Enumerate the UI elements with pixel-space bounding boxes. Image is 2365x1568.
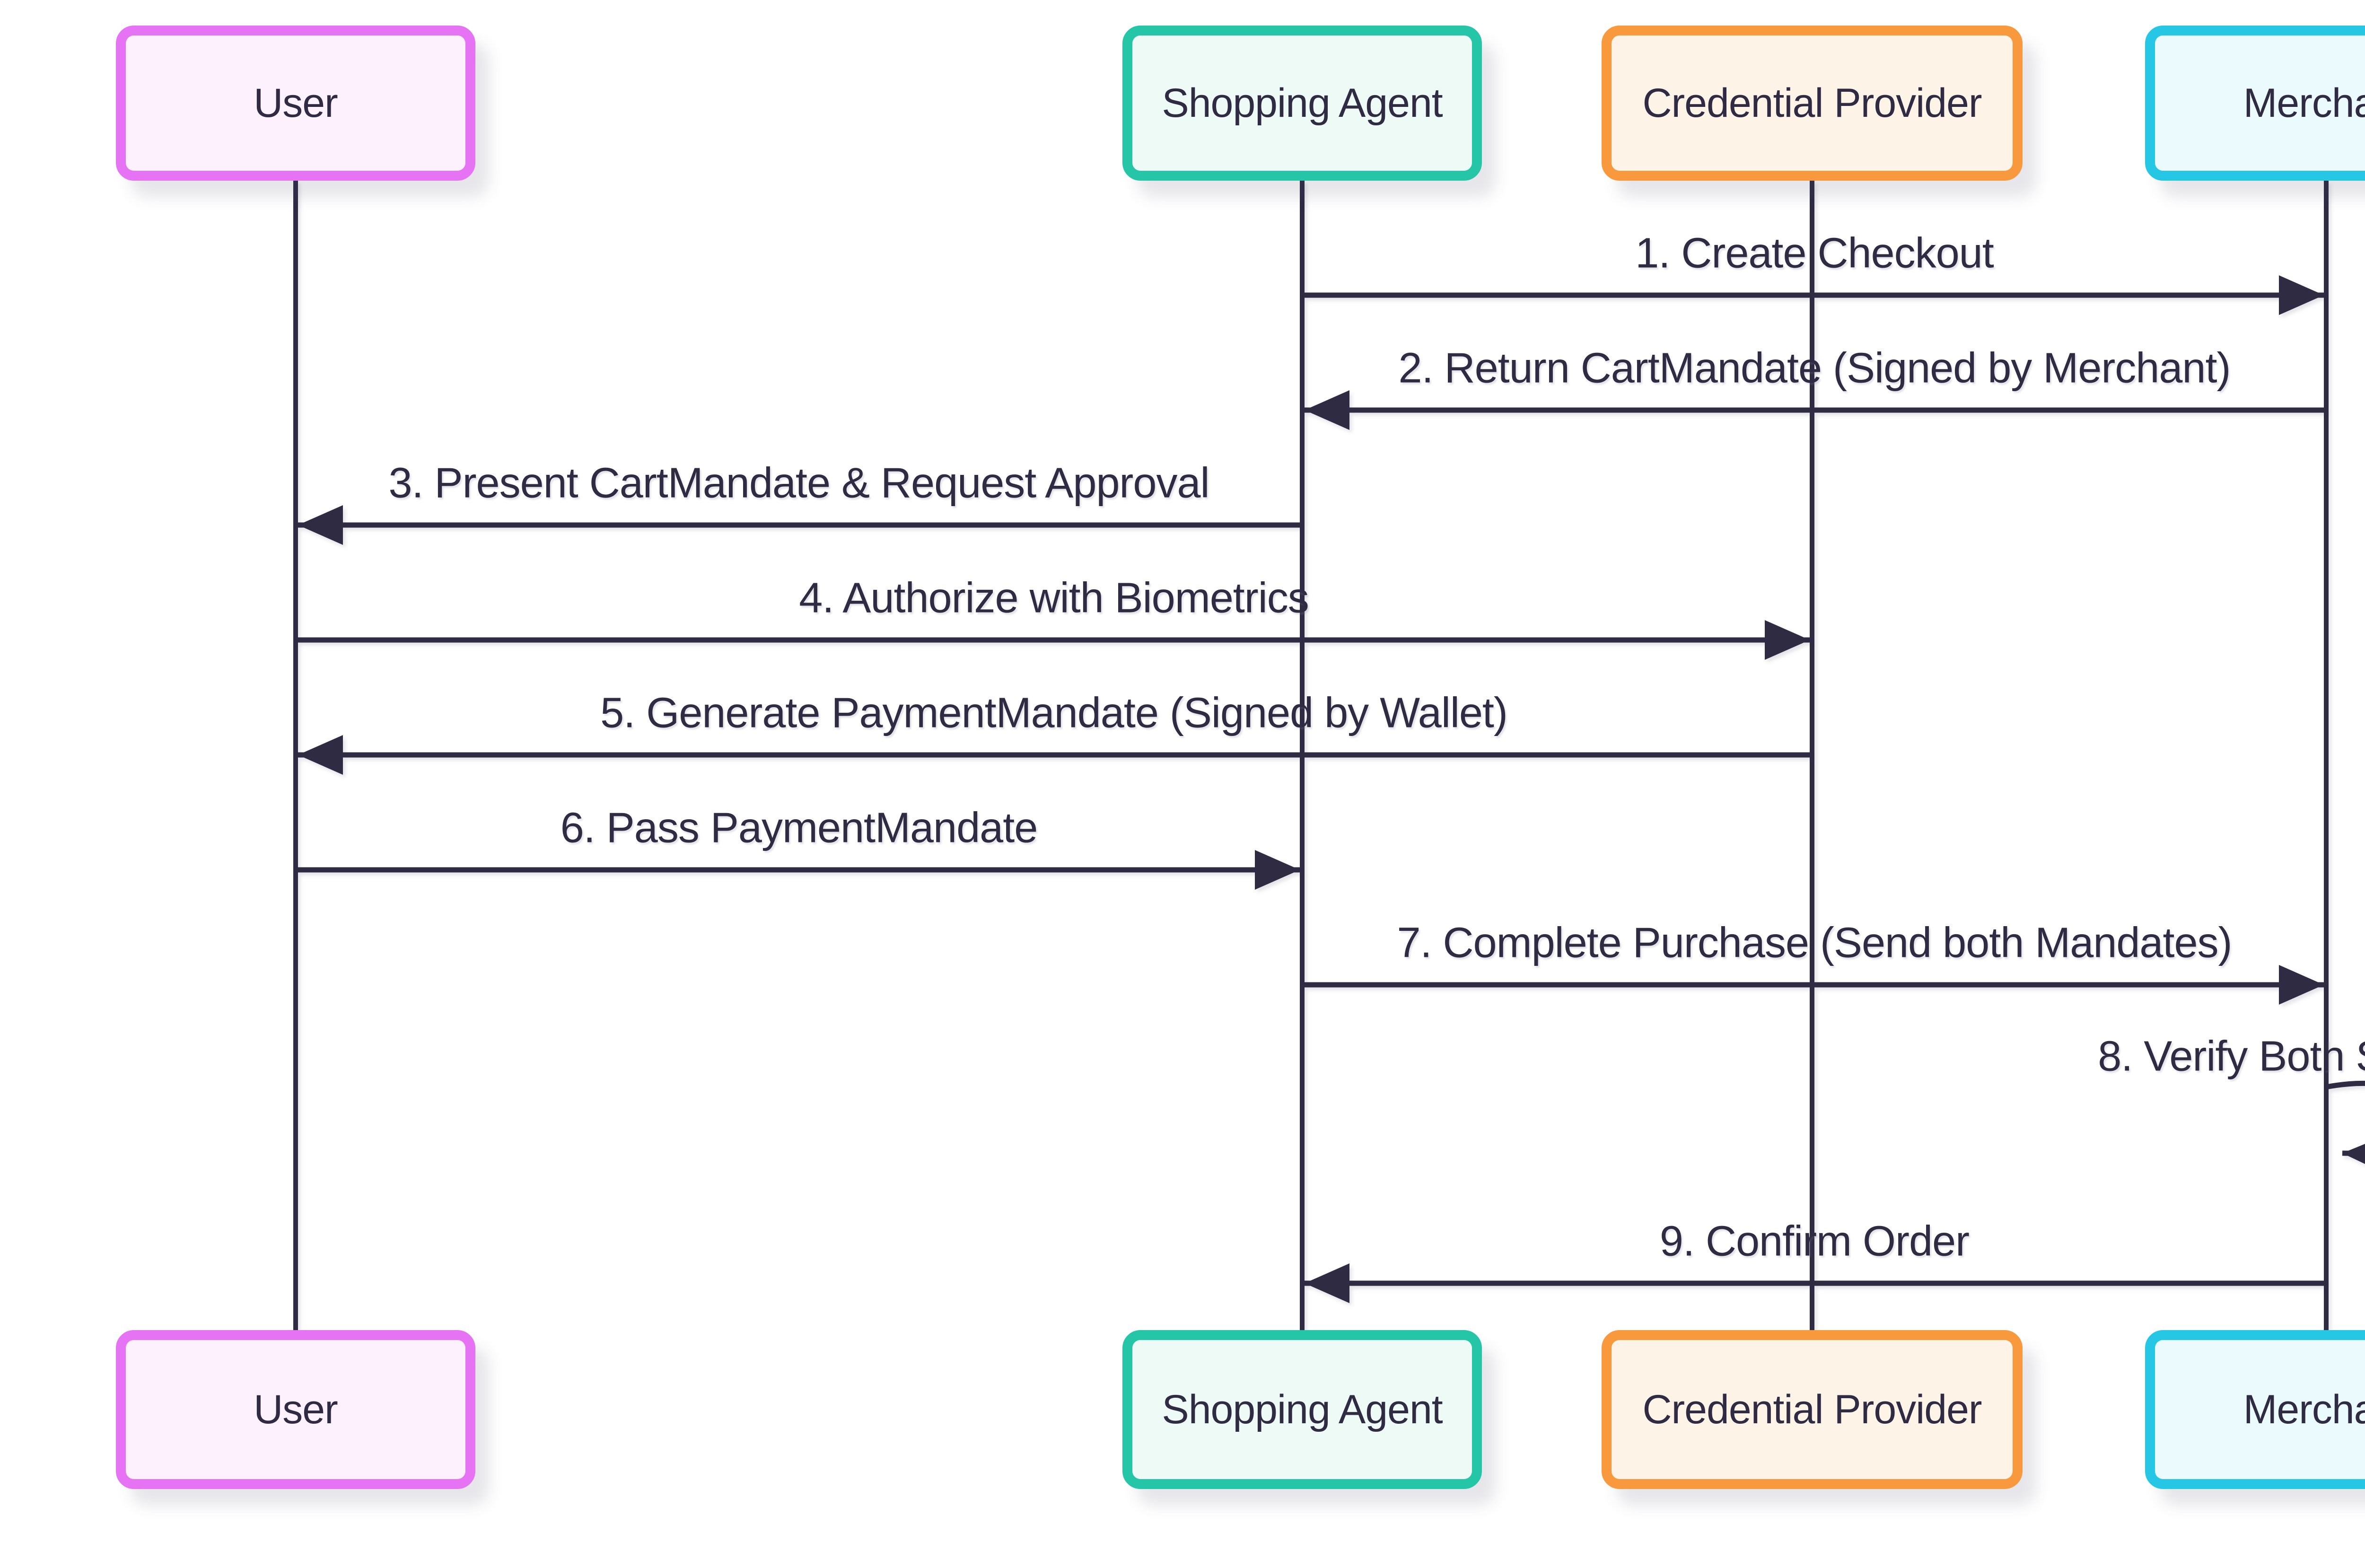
message-label-authorize-biometrics: 4. Authorize with Biometrics: [799, 574, 1309, 622]
actor-label-credential-provider-top: Credential Provider: [1642, 80, 1982, 126]
message-label-pass-paymentmandate: 6. Pass PaymentMandate: [560, 804, 1038, 852]
message-label-verify-signatures: 8. Verify Both Signatures: [2098, 1033, 2365, 1080]
actor-label-user-top: User: [254, 80, 338, 126]
actor-box-shopping-agent-bottom: Shopping Agent: [1122, 1330, 1482, 1489]
actor-label-shopping-agent-top: Shopping Agent: [1162, 80, 1443, 126]
actor-box-user-top: User: [116, 26, 475, 181]
actor-label-credential-provider-bottom: Credential Provider: [1642, 1386, 1982, 1432]
actor-box-user-bottom: User: [116, 1330, 475, 1489]
actor-box-merchant-bottom: Merchant: [2145, 1330, 2365, 1489]
arrow-verify-signatures-self-loop: [2326, 1080, 2365, 1174]
message-label-present-cartmandate: 3. Present CartMandate & Request Approva…: [388, 459, 1209, 507]
message-label-return-cartmandate: 2. Return CartMandate (Signed by Merchan…: [1398, 344, 2231, 392]
actor-box-shopping-agent-top: Shopping Agent: [1122, 26, 1482, 181]
actor-label-shopping-agent-bottom: Shopping Agent: [1162, 1386, 1443, 1432]
message-label-confirm-order: 9. Confirm Order: [1659, 1218, 1970, 1265]
actor-label-merchant-top: Merchant: [2243, 80, 2365, 126]
actor-box-credential-provider-top: Credential Provider: [1602, 26, 2023, 181]
message-label-create-checkout: 1. Create Checkout: [1635, 229, 1994, 277]
actor-label-merchant-bottom: Merchant: [2243, 1386, 2365, 1432]
actor-box-merchant-top: Merchant: [2145, 26, 2365, 181]
message-label-generate-paymentmandate: 5. Generate PaymentMandate (Signed by Wa…: [600, 689, 1508, 737]
actor-label-user-bottom: User: [254, 1386, 338, 1432]
actor-box-credential-provider-bottom: Credential Provider: [1602, 1330, 2023, 1489]
message-label-complete-purchase: 7. Complete Purchase (Send both Mandates…: [1397, 919, 2232, 967]
